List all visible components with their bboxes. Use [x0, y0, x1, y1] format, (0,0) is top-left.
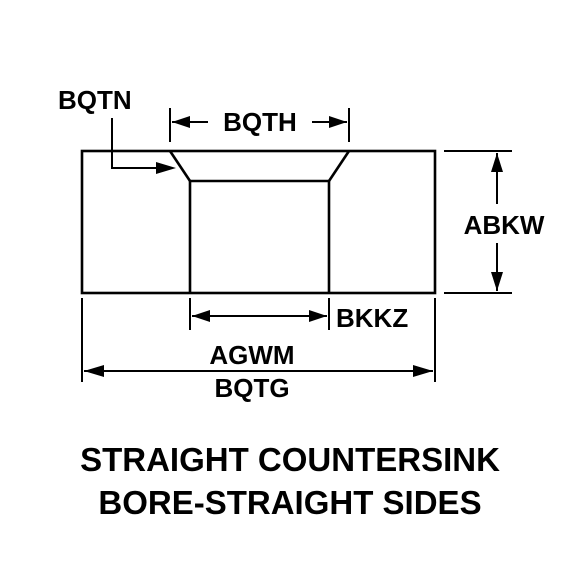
agwm-label: AGWM — [209, 340, 294, 370]
countersink-left-edge — [168, 150, 192, 182]
overall-arrow-right — [413, 365, 433, 377]
caption-line-2: BORE-STRAIGHT SIDES — [98, 484, 481, 521]
abkw-label: ABKW — [464, 210, 545, 240]
bkkz-label: BKKZ — [336, 303, 408, 333]
abkw-arrow-top — [491, 153, 503, 172]
bqth-label: BQTH — [223, 107, 297, 137]
bqth-arrow-right — [329, 116, 347, 128]
bqtg-label: BQTG — [214, 373, 289, 403]
countersink-right-edge — [327, 150, 351, 182]
abkw-arrow-bottom — [491, 272, 503, 291]
bkkz-arrow-left — [192, 310, 210, 322]
bqtn-label: BQTN — [58, 85, 132, 115]
bqth-arrow-left — [172, 116, 190, 128]
bqtn-arrow — [156, 162, 176, 174]
part-outline — [80, 149, 437, 295]
bkkz-arrow-right — [309, 310, 327, 322]
overall-arrow-left — [84, 365, 104, 377]
caption-line-1: STRAIGHT COUNTERSINK — [80, 441, 500, 478]
bqtn-leader — [111, 118, 158, 169]
